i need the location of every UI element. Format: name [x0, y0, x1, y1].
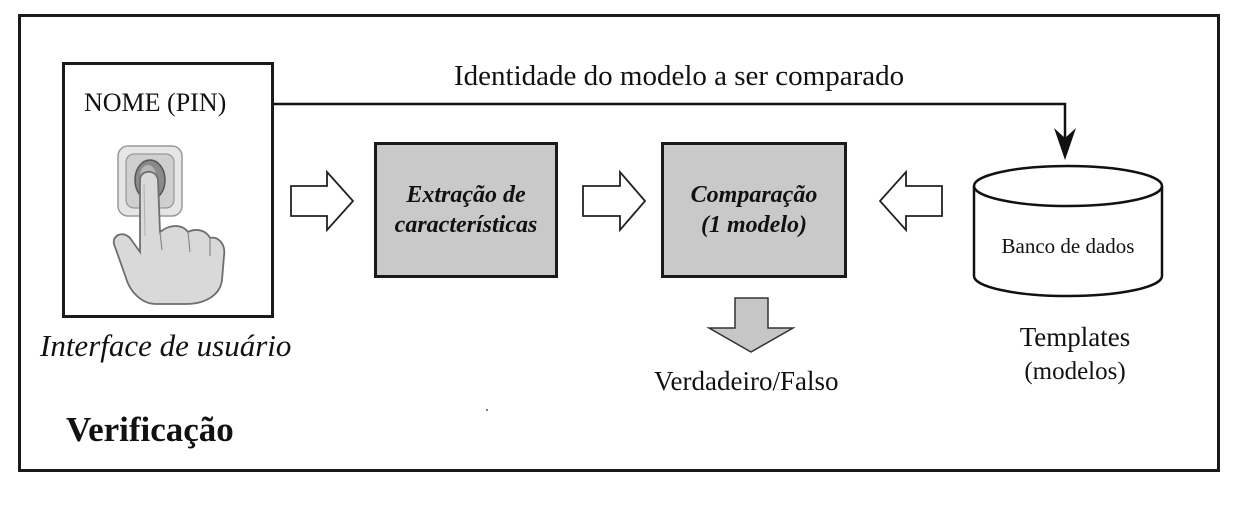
name-pin-label: NOME (PIN)	[84, 88, 227, 117]
fingerprint-touch-icon	[112, 145, 226, 305]
identity-label: Identidade do modelo a ser comparado	[454, 60, 905, 92]
extraction-step-box: Extração de características	[374, 142, 558, 278]
comparison-step-box: Comparação (1 modelo)	[661, 142, 847, 278]
comparison-step-label: Comparação (1 modelo)	[690, 182, 818, 238]
identity-connector-line	[260, 102, 1067, 150]
templates-subcaption: (modelos)	[1024, 358, 1126, 385]
identity-arrow-head	[1054, 128, 1076, 160]
arrow-output-down-icon	[706, 297, 796, 353]
arrow-database-to-comparison-icon	[878, 169, 943, 233]
output-label: Verdadeiro/Falso	[654, 366, 839, 396]
diagram-frame	[18, 14, 1220, 472]
stray-dot	[486, 409, 488, 411]
templates-caption: Templates	[1019, 322, 1131, 352]
user-interface-caption: Interface de usuário	[40, 328, 292, 363]
arrow-extraction-to-comparison-icon	[582, 169, 647, 233]
database-label: Banco de dados	[1001, 234, 1135, 258]
database-cylinder-icon	[972, 164, 1164, 298]
extraction-step-label: Extração de características	[394, 182, 538, 238]
mode-title: Verificação	[66, 410, 234, 449]
arrow-ui-to-extraction-icon	[290, 169, 355, 233]
